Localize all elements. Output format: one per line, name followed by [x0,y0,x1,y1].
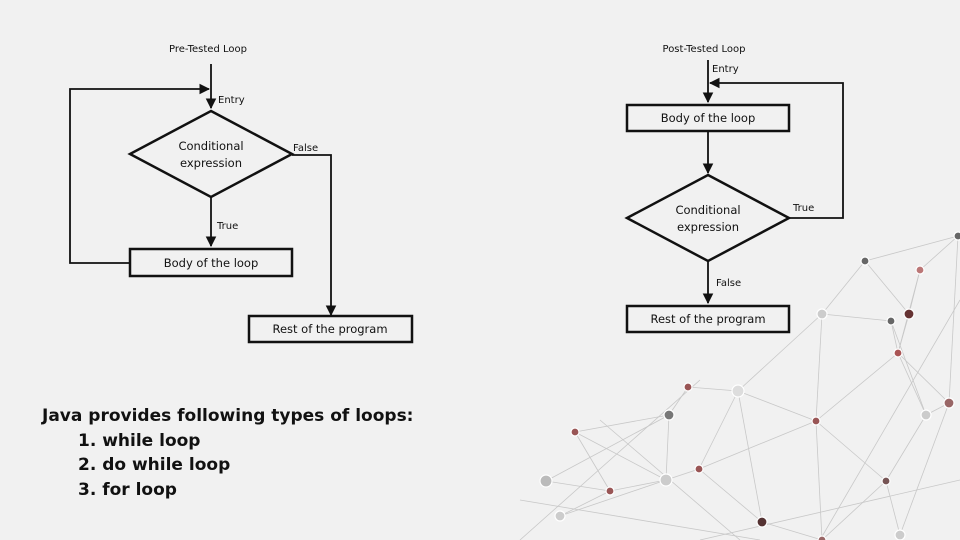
network-edge [897,313,910,354]
network-edge [815,313,823,422]
post-condition-diamond [624,173,792,263]
network-edge [737,313,823,392]
network-node [915,265,925,275]
pre-entry-label: Entry [218,95,245,106]
pre-tested-title: Pre-Tested Loop [169,44,247,55]
network-edge [737,390,817,422]
loop-type-item: 3. for loop [78,479,177,500]
network-edge [698,468,763,523]
pre-condition-text-2: expression [180,156,242,170]
pre-true-label: True [216,221,238,232]
network-edge [864,260,910,315]
loop-type-item: 1. while loop [78,430,201,451]
network-node [539,474,553,488]
network-node [683,382,693,392]
network-edge [897,352,950,404]
network-edge [545,414,670,482]
network-edge [864,235,959,262]
network-edge [819,299,960,540]
network-node [881,476,891,486]
post-tested-flowchart: Post-Tested Loop Entry Body of the loop … [624,44,844,334]
network-node [663,409,675,421]
pre-body-text: Body of the loop [164,256,259,270]
network-decoration [519,231,960,540]
network-edge [885,414,927,482]
loop-types-list: 1. while loop 2. do while loop 3. for lo… [42,429,414,503]
pre-false-label: False [293,143,318,154]
network-node [816,308,828,320]
network-node [886,316,896,326]
network-node [694,464,704,474]
post-rest-text: Rest of the program [650,312,765,326]
network-edge [698,390,739,470]
pre-loop-back-arrow [69,83,211,264]
network-node [659,473,673,487]
network-node [920,409,932,421]
network-edge [890,320,899,354]
pre-condition-diamond [127,109,295,199]
network-edge [815,352,899,422]
network-edge [761,521,823,540]
pre-rest-text: Rest of the program [272,322,387,336]
network-edge [687,386,739,392]
network-edge [899,402,950,536]
post-true-label: True [792,203,814,214]
network-edge [885,480,901,536]
network-edge [574,431,611,492]
pre-false-arrow [292,154,337,317]
network-node [894,529,906,540]
network-edge [699,479,960,540]
network-edge [890,320,927,416]
network-edge [574,414,670,433]
post-tested-title: Post-Tested Loop [663,44,746,55]
network-edge [897,352,927,416]
pre-body-box [128,247,294,278]
network-node [893,348,903,358]
network-edge [737,390,763,523]
network-node [903,308,915,320]
network-edge [821,260,866,315]
pre-rest-box [247,314,414,344]
network-node [756,516,768,528]
network-node [731,384,745,398]
network-edge [574,431,667,481]
post-true-loop-back-arrow [708,77,844,219]
pre-tested-flowchart: Pre-Tested Loop Entry Conditional expres… [69,44,414,344]
network-node [860,256,870,266]
network-node [817,535,827,540]
pre-condition-text-1: Conditional [178,139,243,153]
network-edge [919,235,959,271]
network-edge [545,480,611,492]
network-node [605,486,615,496]
network-edge [609,479,667,492]
post-false-label: False [716,278,741,289]
network-node [570,427,580,437]
post-condition-text-1: Conditional [675,203,740,217]
network-edge [665,414,670,481]
network-edge [821,480,887,540]
post-condition-text-2: expression [677,220,739,234]
network-edge [948,235,959,404]
loop-type-item: 2. do while loop [78,455,231,475]
post-entry-label: Entry [712,64,739,75]
loop-types-heading: Java provides following types of loops: [42,406,414,426]
network-edge [815,420,823,540]
post-body-text: Body of the loop [661,111,756,125]
network-edge [815,420,887,482]
network-edge [698,420,817,470]
network-edge [519,499,761,540]
post-rest-box [625,304,791,334]
network-node [554,510,566,522]
network-edge [668,386,689,416]
network-edge [821,313,892,322]
network-node [953,231,960,241]
network-edge [519,379,701,540]
network-edge [559,490,611,517]
loop-types-text: Java provides following types of loops: … [42,404,414,502]
network-node [943,397,955,409]
network-node [811,416,821,426]
